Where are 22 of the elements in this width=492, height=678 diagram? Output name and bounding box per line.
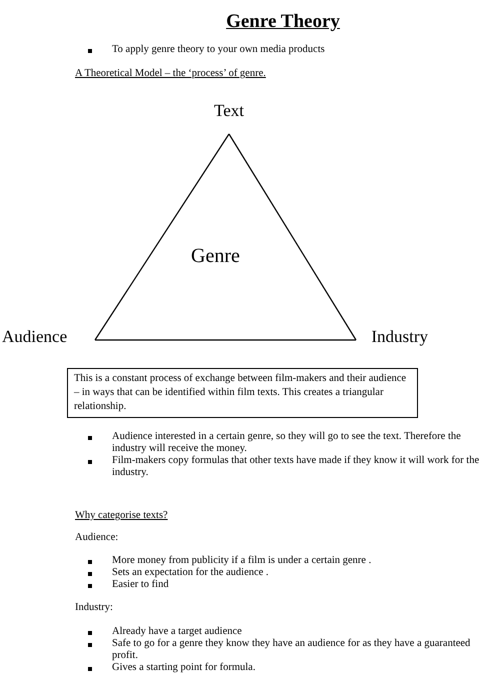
triangle-side <box>94 134 230 340</box>
vertex-label: Text <box>200 101 258 134</box>
text-line: Audience: <box>75 532 120 544</box>
center-label: Genre <box>191 244 241 268</box>
vertex-label: Industry <box>356 327 428 347</box>
bullet-text: Gives a starting point for formula. <box>112 662 256 674</box>
bullet-text: Safe to go for a genre they know they have an audience for as they have a guaranteed profit. <box>112 638 472 662</box>
page-title: Genre Theory <box>225 10 341 34</box>
triangle-side <box>95 339 356 341</box>
bullet-text: More money from publicity if a film is under a certain genre . <box>112 555 372 567</box>
section-heading: Why categorise texts? <box>75 510 169 522</box>
bullet-text: To apply genre theory to your own media products <box>112 44 326 56</box>
vertex-label: Audience <box>2 327 95 347</box>
note-box: This is a constant process of exchange between film-makers and their audience – in ways that can be identified within film texts. This creates a triangular relationship. <box>67 368 418 418</box>
bullet-text: Easier to find <box>112 579 170 591</box>
bullet-text: Sets an expectation for the audience . <box>112 567 270 579</box>
text-line: Industry: <box>75 602 114 614</box>
bullet-text: Audience interested in a certain genre, so they will go to see the text. Therefore the industry will receive the money. <box>112 431 462 455</box>
section-heading: A Theoretical Model – the ‘process’ of genre. <box>75 68 267 80</box>
triangle-side <box>228 134 357 340</box>
bullet-text: Film-makers copy formulas that other texts have made if they know it will work for the industry. <box>112 455 480 479</box>
bullet-text: Already have a target audience <box>112 626 243 638</box>
